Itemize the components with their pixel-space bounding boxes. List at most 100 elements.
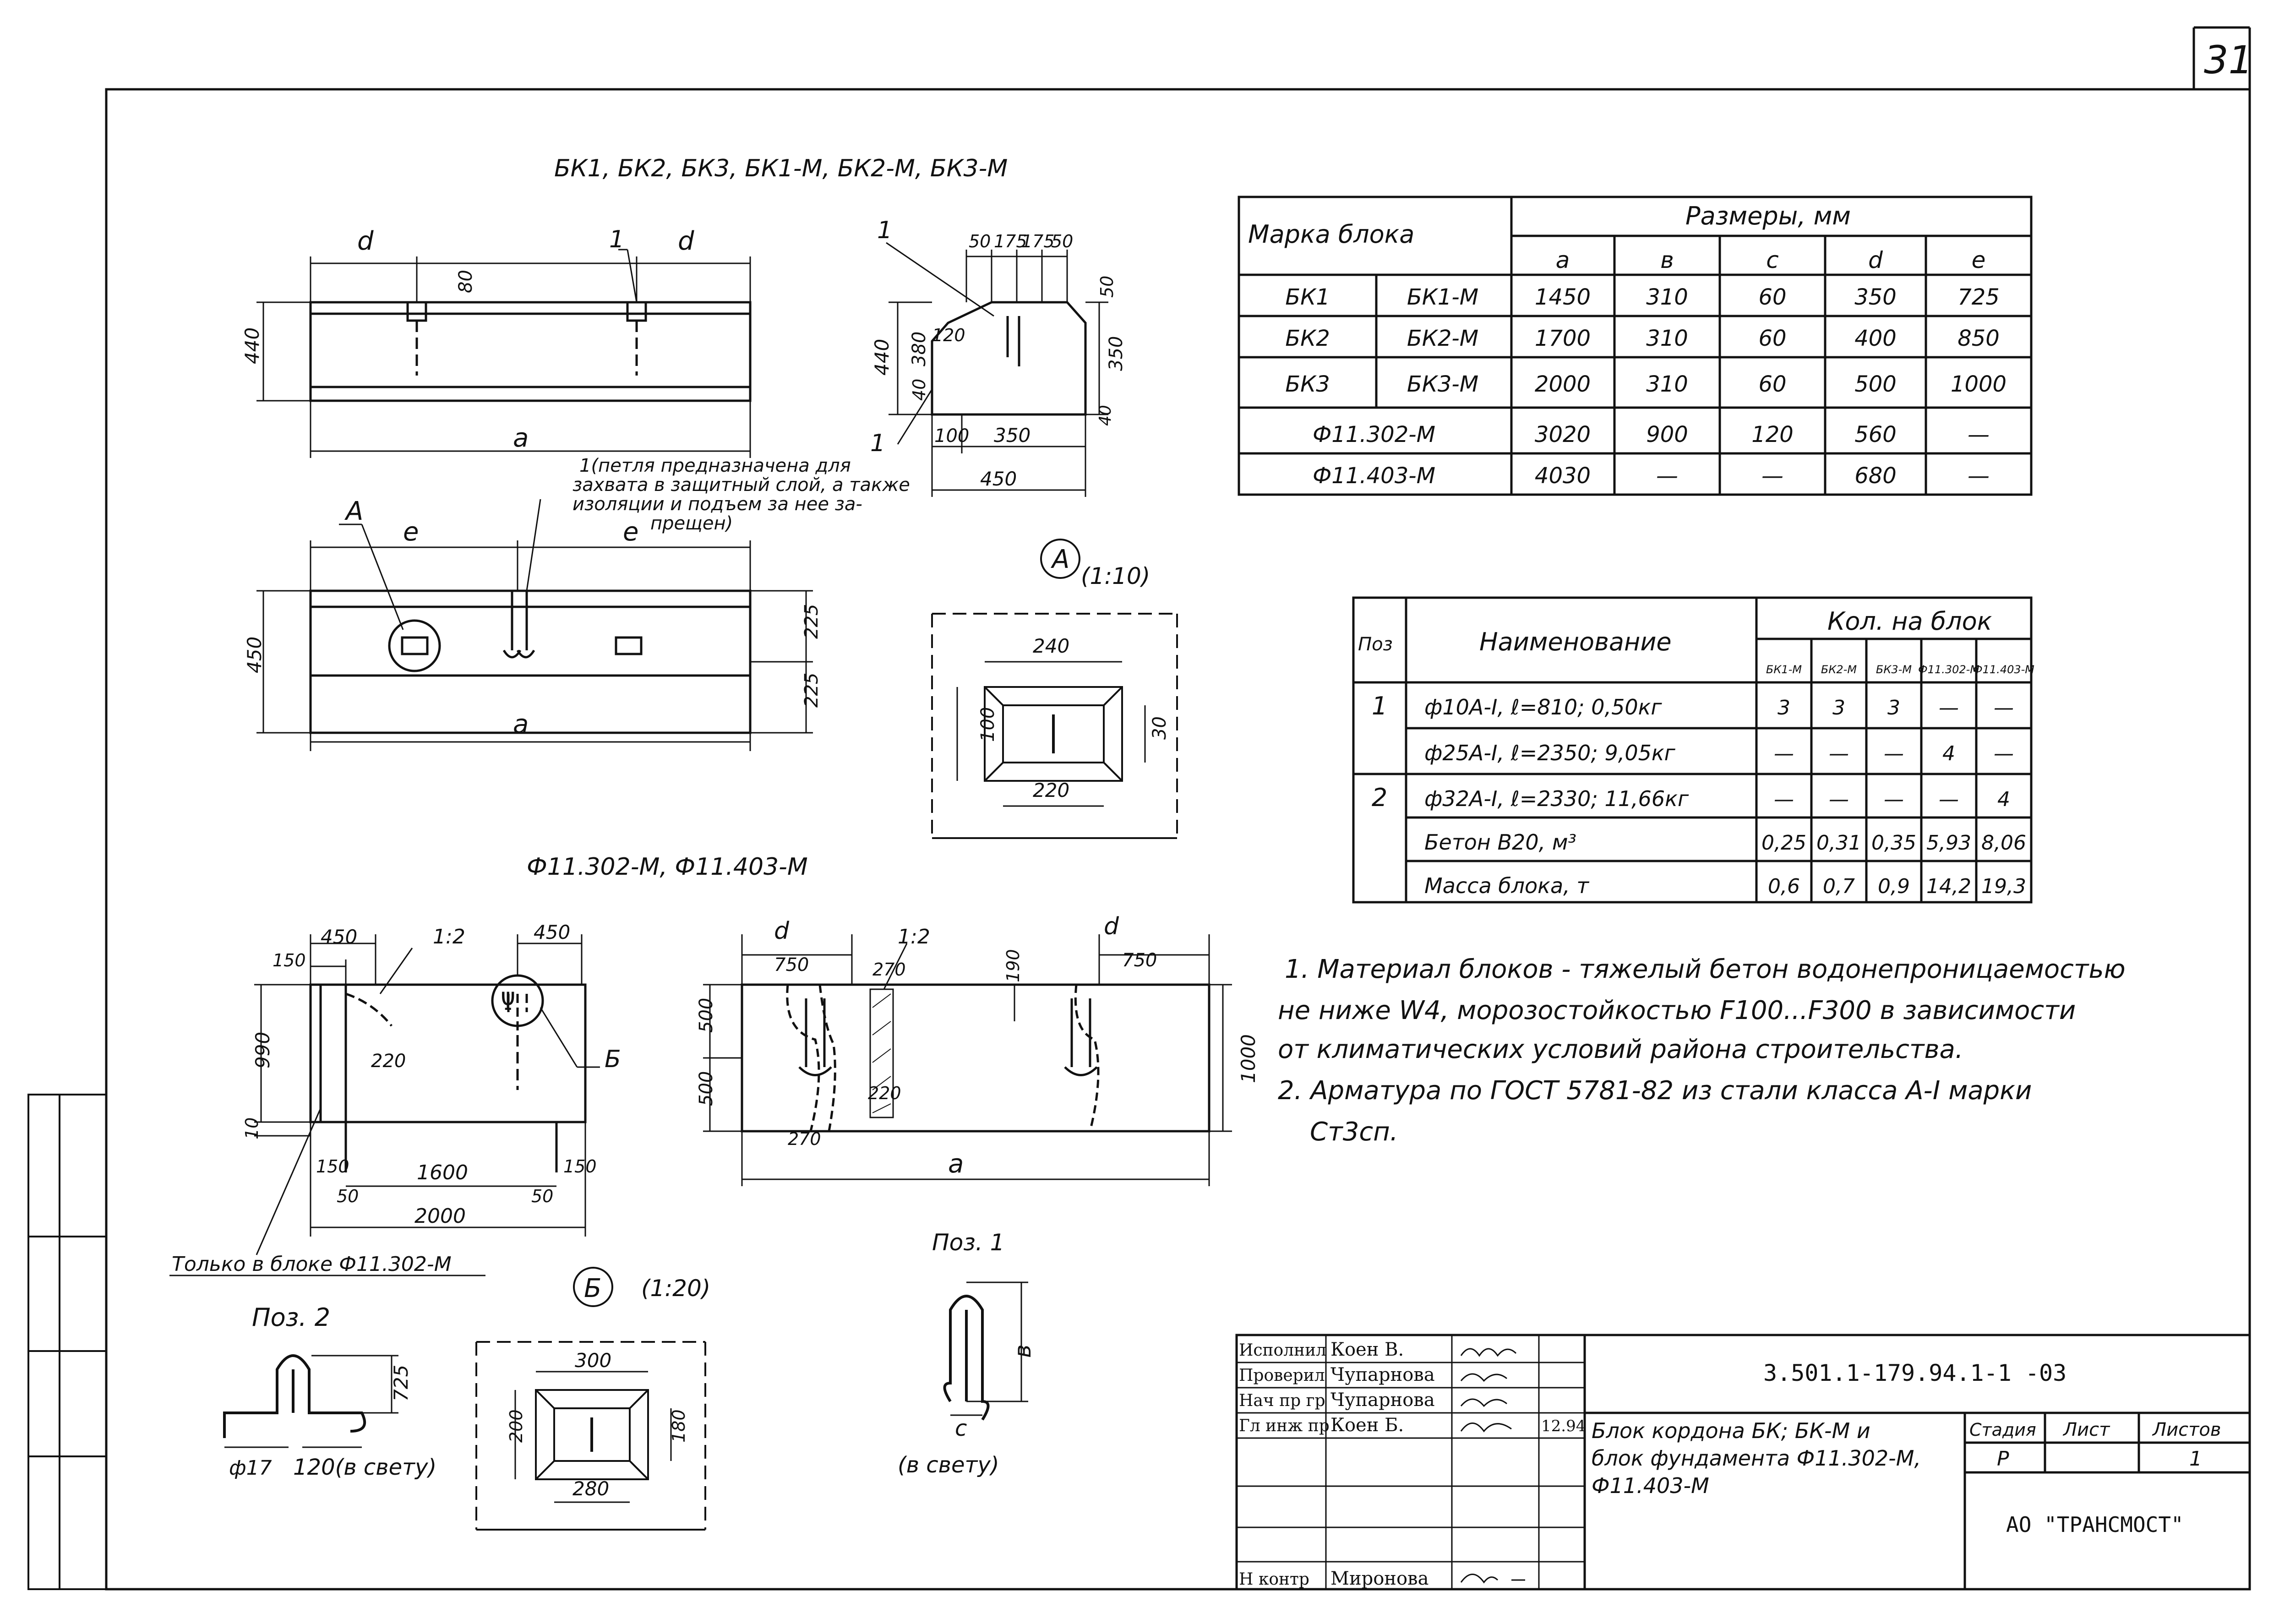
dim-label: 220 <box>1033 779 1069 801</box>
detail-ref-a: А <box>344 496 363 526</box>
notes-block: 1. Материал блоков - тяжелый бетон водон… <box>1278 954 2126 1147</box>
spec-qty: 0,35 <box>1871 831 1916 855</box>
tb-sheet-label: Лист <box>2062 1419 2110 1440</box>
title-block-names: Коен В. Чупарнова Чупарнова Коен Б. Миро… <box>1330 1339 1435 1589</box>
dim-label: 175 <box>994 231 1027 251</box>
dim-label: 220 <box>371 1051 406 1072</box>
dim-label: 280 <box>572 1477 609 1500</box>
sizes-mark-m: БК1-М <box>1407 284 1478 310</box>
dim-label: 40 <box>909 379 929 401</box>
only-note: Только в блоке Ф11.302-М <box>172 1253 452 1276</box>
spec-name: ф10А-I, ℓ=810; 0,50кг <box>1424 695 1662 719</box>
sizes-cell: — <box>1761 463 1783 489</box>
spec-qty: 3 <box>1832 696 1845 719</box>
sizes-cell: — <box>1968 463 1990 489</box>
foundation-front-dims <box>254 934 600 1255</box>
dim-label: 270 <box>788 1129 821 1149</box>
sizes-cell: 310 <box>1646 371 1688 397</box>
signatures <box>1460 1348 1525 1584</box>
pos2-bar-shape <box>223 1354 366 1438</box>
sizes-cell: 120 <box>1751 422 1794 447</box>
spec-col-header: Ф11.302-М <box>1918 663 1979 676</box>
tb-name: Коен Б. <box>1330 1415 1404 1436</box>
dim-label: в <box>1009 1345 1036 1358</box>
dim-label: 220 <box>868 1083 901 1103</box>
sizes-cell: 560 <box>1854 422 1897 447</box>
dim-label: 2000 <box>414 1204 466 1228</box>
spec-qty: 8,06 <box>1981 831 2026 855</box>
sizes-mark: БК3 <box>1285 371 1330 397</box>
pos2-dims <box>224 1355 398 1448</box>
spec-qty: — <box>1994 696 2014 719</box>
dim-label: с <box>955 1416 967 1441</box>
dim-label: d <box>357 226 374 256</box>
spec-col-header: БК2-М <box>1821 663 1857 676</box>
pos1-note: (в свету) <box>898 1452 999 1478</box>
dim-label: 750 <box>1122 950 1157 971</box>
dim-label: 300 <box>575 1349 611 1372</box>
dim-label: d <box>1104 913 1119 940</box>
detail-b-scale: (1:20) <box>641 1275 710 1302</box>
sizes-header-mark: Марка блока <box>1248 220 1414 249</box>
foundation-section-dims <box>703 934 1232 1186</box>
dim-label: 450 <box>243 637 266 673</box>
dim-label: 50 <box>1097 276 1117 298</box>
spec-qty: 0,25 <box>1761 831 1806 855</box>
spec-qty: — <box>1884 742 1904 765</box>
detail-a <box>931 539 1178 839</box>
spec-qty: — <box>1994 742 2014 765</box>
spec-qty: 14,2 <box>1926 875 1971 898</box>
dim-label: 990 <box>251 1032 274 1068</box>
sizes-cell: 500 <box>1854 371 1897 397</box>
sizes-col-header: а <box>1556 247 1570 273</box>
tb-title: Блок кордона БК; БК-М и блок фундамента … <box>1592 1418 1921 1498</box>
pos2-title: Поз. 2 <box>252 1303 330 1332</box>
dim-label: 180 <box>669 1409 689 1443</box>
dim-label: 150 <box>563 1156 597 1177</box>
sizes-mark-m: БК2-М <box>1407 326 1478 351</box>
dim-label: 450 <box>980 468 1017 490</box>
tb-role: Проверил <box>1239 1366 1325 1385</box>
sizes-cell: 1700 <box>1535 326 1591 351</box>
sizes-cell: 400 <box>1854 326 1897 351</box>
dim-label: 240 <box>1033 635 1069 657</box>
title-block-grid <box>1235 1334 2251 1591</box>
dim-label: 50 <box>531 1186 553 1206</box>
spec-name: Масса блока, т <box>1424 873 1589 898</box>
spec-col-header: БК1-М <box>1766 663 1802 676</box>
dim-label: 50 <box>1051 231 1073 251</box>
dim-label: Б <box>605 1046 621 1073</box>
tb-title-line: Блок кордона БК; БК-М и <box>1592 1418 1870 1443</box>
spec-qty: — <box>1939 696 1959 719</box>
pos1-title: Поз. 1 <box>932 1229 1004 1256</box>
foundation-views-title: Ф11.302-М, Ф11.403-М <box>527 853 808 881</box>
spec-header-name: Наименование <box>1479 627 1672 656</box>
foundation-front-view <box>309 974 587 1172</box>
detail-b <box>475 1267 706 1531</box>
sizes-col-header: е <box>1972 247 1986 273</box>
bk-cross-section <box>931 301 1087 416</box>
pos1-dims <box>950 1281 1028 1416</box>
spec-pos: 2 <box>1372 783 1387 812</box>
tb-role: Нач пр гр <box>1239 1391 1325 1410</box>
dim-label: 150 <box>316 1156 349 1177</box>
dim-label: 100 <box>977 707 998 742</box>
tb-sheets-value: 1 <box>2189 1447 2202 1471</box>
dim-label: 1 <box>609 226 624 253</box>
sizes-col-header: с <box>1766 247 1779 273</box>
dim-label: 120 <box>932 325 965 345</box>
detail-ref-b-marker: Ψ <box>501 987 516 1016</box>
spec-qty: 19,3 <box>1981 875 2026 898</box>
dim-label: d <box>774 917 790 945</box>
tb-sheets-label: Листов <box>2152 1419 2221 1440</box>
sizes-header-sizes: Размеры, мм <box>1685 202 1851 230</box>
sizes-mark: БК1 <box>1285 284 1330 310</box>
spec-qty: — <box>1939 788 1959 811</box>
spec-qty: — <box>1884 788 1904 811</box>
spec-qty: 0,9 <box>1878 875 1910 898</box>
dim-label: 1 <box>877 217 892 244</box>
dim-label: 270 <box>872 959 906 980</box>
dim-label: 350 <box>994 424 1030 447</box>
sizes-cell: 4030 <box>1535 463 1591 489</box>
